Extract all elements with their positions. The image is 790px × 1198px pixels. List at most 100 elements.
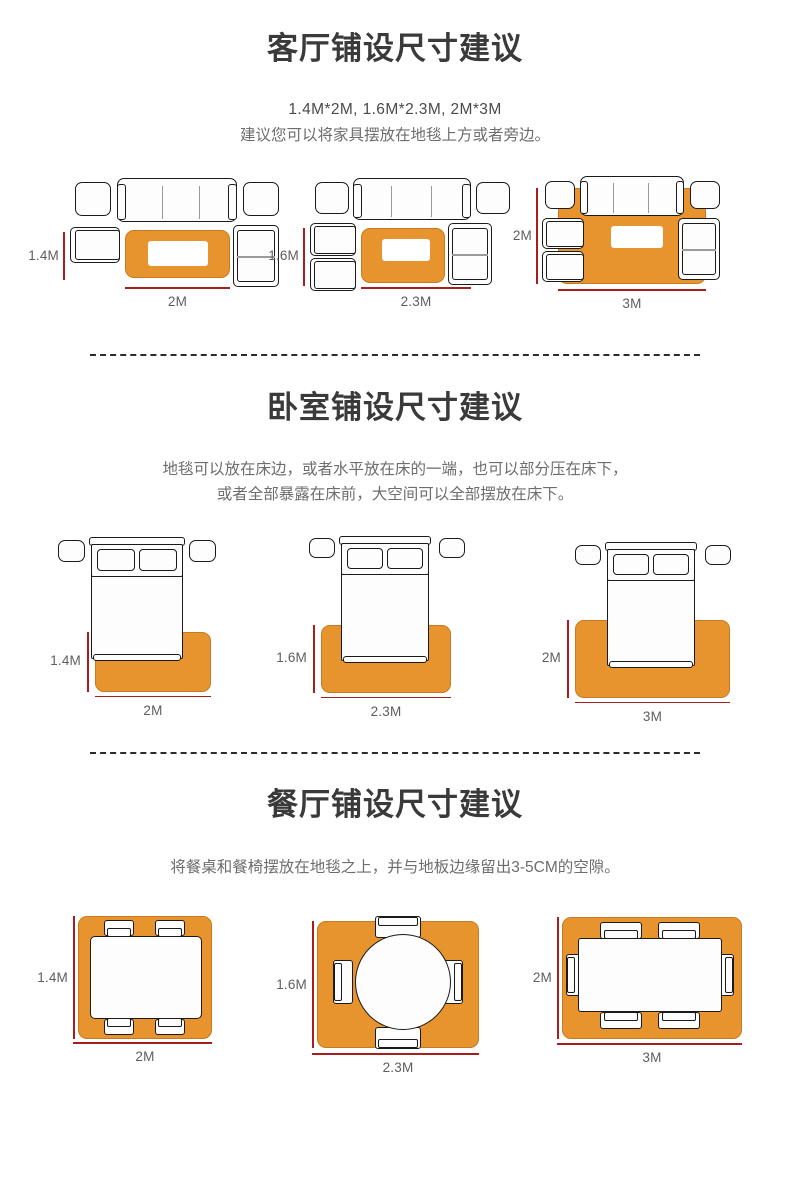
width-dimension-line [125,287,230,289]
width-dimension-label: 2.3M [400,294,432,310]
living-room-diagram-1: 1.4M 2M [15,170,279,330]
pillow-right [653,553,689,575]
sofa-cushion-seam-2 [648,183,650,214]
nightstand-right [705,544,731,565]
bedroom-diagrams: 1.4M 2M 1.6M 2.3M [0,532,790,732]
side-table-right [476,182,510,215]
height-dimension-label: 1.4M [28,248,59,264]
loveseat-cushion-seam [237,256,275,258]
side-table-left [545,181,575,210]
section-living-room: 客厅铺设尺寸建议 1.4M*2M, 1.6M*2.3M, 2M*3M 建议您可以… [0,0,790,330]
bedroom-subtitle: 地毯可以放在床边，或者水平放在床的一端，也可以部分压在床下， 或者全部暴露在床前… [0,457,790,508]
height-dimension-line [303,228,305,287]
height-dimension-label: 2M [532,970,552,986]
pillow-right [139,548,177,571]
rug [361,228,445,284]
chair-left-back [334,963,342,1002]
sofa-cushion-seam-2 [431,186,433,218]
chair-top-back [378,917,418,927]
divider-2 [90,751,700,754]
living-room-subtitle: 1.4M*2M, 1.6M*2.3M, 2M*3M 建议您可以将家具摆放在地毯上… [0,97,790,148]
nightstand-right [189,539,216,562]
bedroom-diagram-1: 1.4M 2M [13,532,271,732]
height-dimension-label: 2M [512,228,532,244]
sofa-arm-left [580,181,588,215]
width-dimension-label: 3M [642,1050,662,1066]
dining-room-subtitle: 将餐桌和餐椅摆放在地毯之上，并与地板边缘留出3-5CM的空隙。 [0,855,790,881]
chair-bottom-right-back [662,1012,696,1022]
sofa-arm-left [117,184,126,221]
chair-right-back [725,957,733,994]
rug-inner-pattern [148,241,208,267]
side-table-left [75,182,111,217]
width-dimension-label: 2M [143,702,163,718]
side-table-right [243,182,279,217]
living-room-diagrams: 1.4M 2M 1.6M 2.3M [0,170,790,330]
side-table-left [315,182,349,215]
bedroom-diagram-3: 2M 3M [527,532,777,732]
sofa [353,178,471,221]
bed-foot-bar [343,655,427,663]
sofa-cushion-seam-1 [391,186,393,218]
bed-foot-bar [93,653,181,661]
side-table-right [690,181,720,210]
dining-diagram-2: 1.6M 2.3M [265,902,520,1082]
nightstand-right [439,537,465,558]
pillow-right [387,547,423,569]
bedroom-diagram-2: 1.6M 2.3M [271,532,527,732]
dining-diagram-3: 2M 3M [520,902,780,1082]
rug [125,230,230,279]
armchair-upper-left-seat [546,221,584,248]
width-dimension-line [575,701,730,704]
dining-table-round [355,934,451,1031]
width-dimension-line [95,695,211,698]
width-dimension-label: 2M [167,294,188,310]
sofa-cushion-seam-1 [613,183,615,214]
pillow-left [347,547,383,569]
sofa-cushion-seam-2 [199,186,201,220]
living-room-diagram-2: 1.6M 2.3M [265,170,510,330]
sofa-arm-right [676,181,684,215]
width-dimension-label: 2.3M [382,1060,414,1076]
height-dimension-line [87,631,89,692]
living-room-sizes: 1.4M*2M, 1.6M*2.3M, 2M*3M [288,101,502,119]
height-dimension-label: 1.6M [268,248,299,264]
pillow-left [613,553,649,575]
width-dimension-line [558,289,706,291]
dining-room-title: 餐厅铺设尺寸建议 [267,786,523,822]
width-dimension-line [321,696,451,699]
height-dimension-line [63,232,65,281]
sofa [117,178,237,223]
armchair-lower-left-seat [546,254,584,281]
divider-1 [90,354,700,357]
armchair-left-seat [75,230,120,261]
height-dimension-line [536,188,538,285]
page-title: 客厅铺设尺寸建议 [267,31,523,66]
dining-room-diagrams: 1.4M 2M 1.6M 2.3M [0,902,790,1082]
armchair-upper-left-seat [314,226,356,255]
dining-table [90,936,202,1020]
dining-table [578,938,722,1013]
dining-diagram-1: 1.4M 2M [10,902,265,1082]
bed-foot-bar [609,660,693,668]
dining-room-advice: 将餐桌和餐椅摆放在地毯之上，并与地板边缘留出3-5CM的空隙。 [170,858,620,876]
chair-bottom-left-back [107,1018,131,1028]
chair-bottom-left-back [604,1012,638,1022]
height-dimension-line [313,624,315,693]
chair-right-back [454,963,462,1002]
sofa-cushion-seam-1 [162,186,164,220]
height-dimension-label: 1.4M [37,970,68,986]
height-dimension-line [312,921,314,1049]
width-dimension-label: 3M [642,708,663,724]
height-dimension-label: 1.6M [276,977,307,993]
nightstand-left [575,544,601,565]
sofa-arm-right [462,184,471,219]
height-dimension-line [567,619,569,698]
height-dimension-line [557,917,559,1040]
rug-inner-pattern [382,239,430,262]
chair-bottom-back [378,1039,418,1049]
nightstand-left [309,537,335,558]
width-dimension-line [557,1043,742,1045]
bedroom-advice-line-2: 或者全部暴露在床前，大空间可以全部摆放在床下。 [216,486,574,504]
width-dimension-label: 3M [622,296,642,312]
